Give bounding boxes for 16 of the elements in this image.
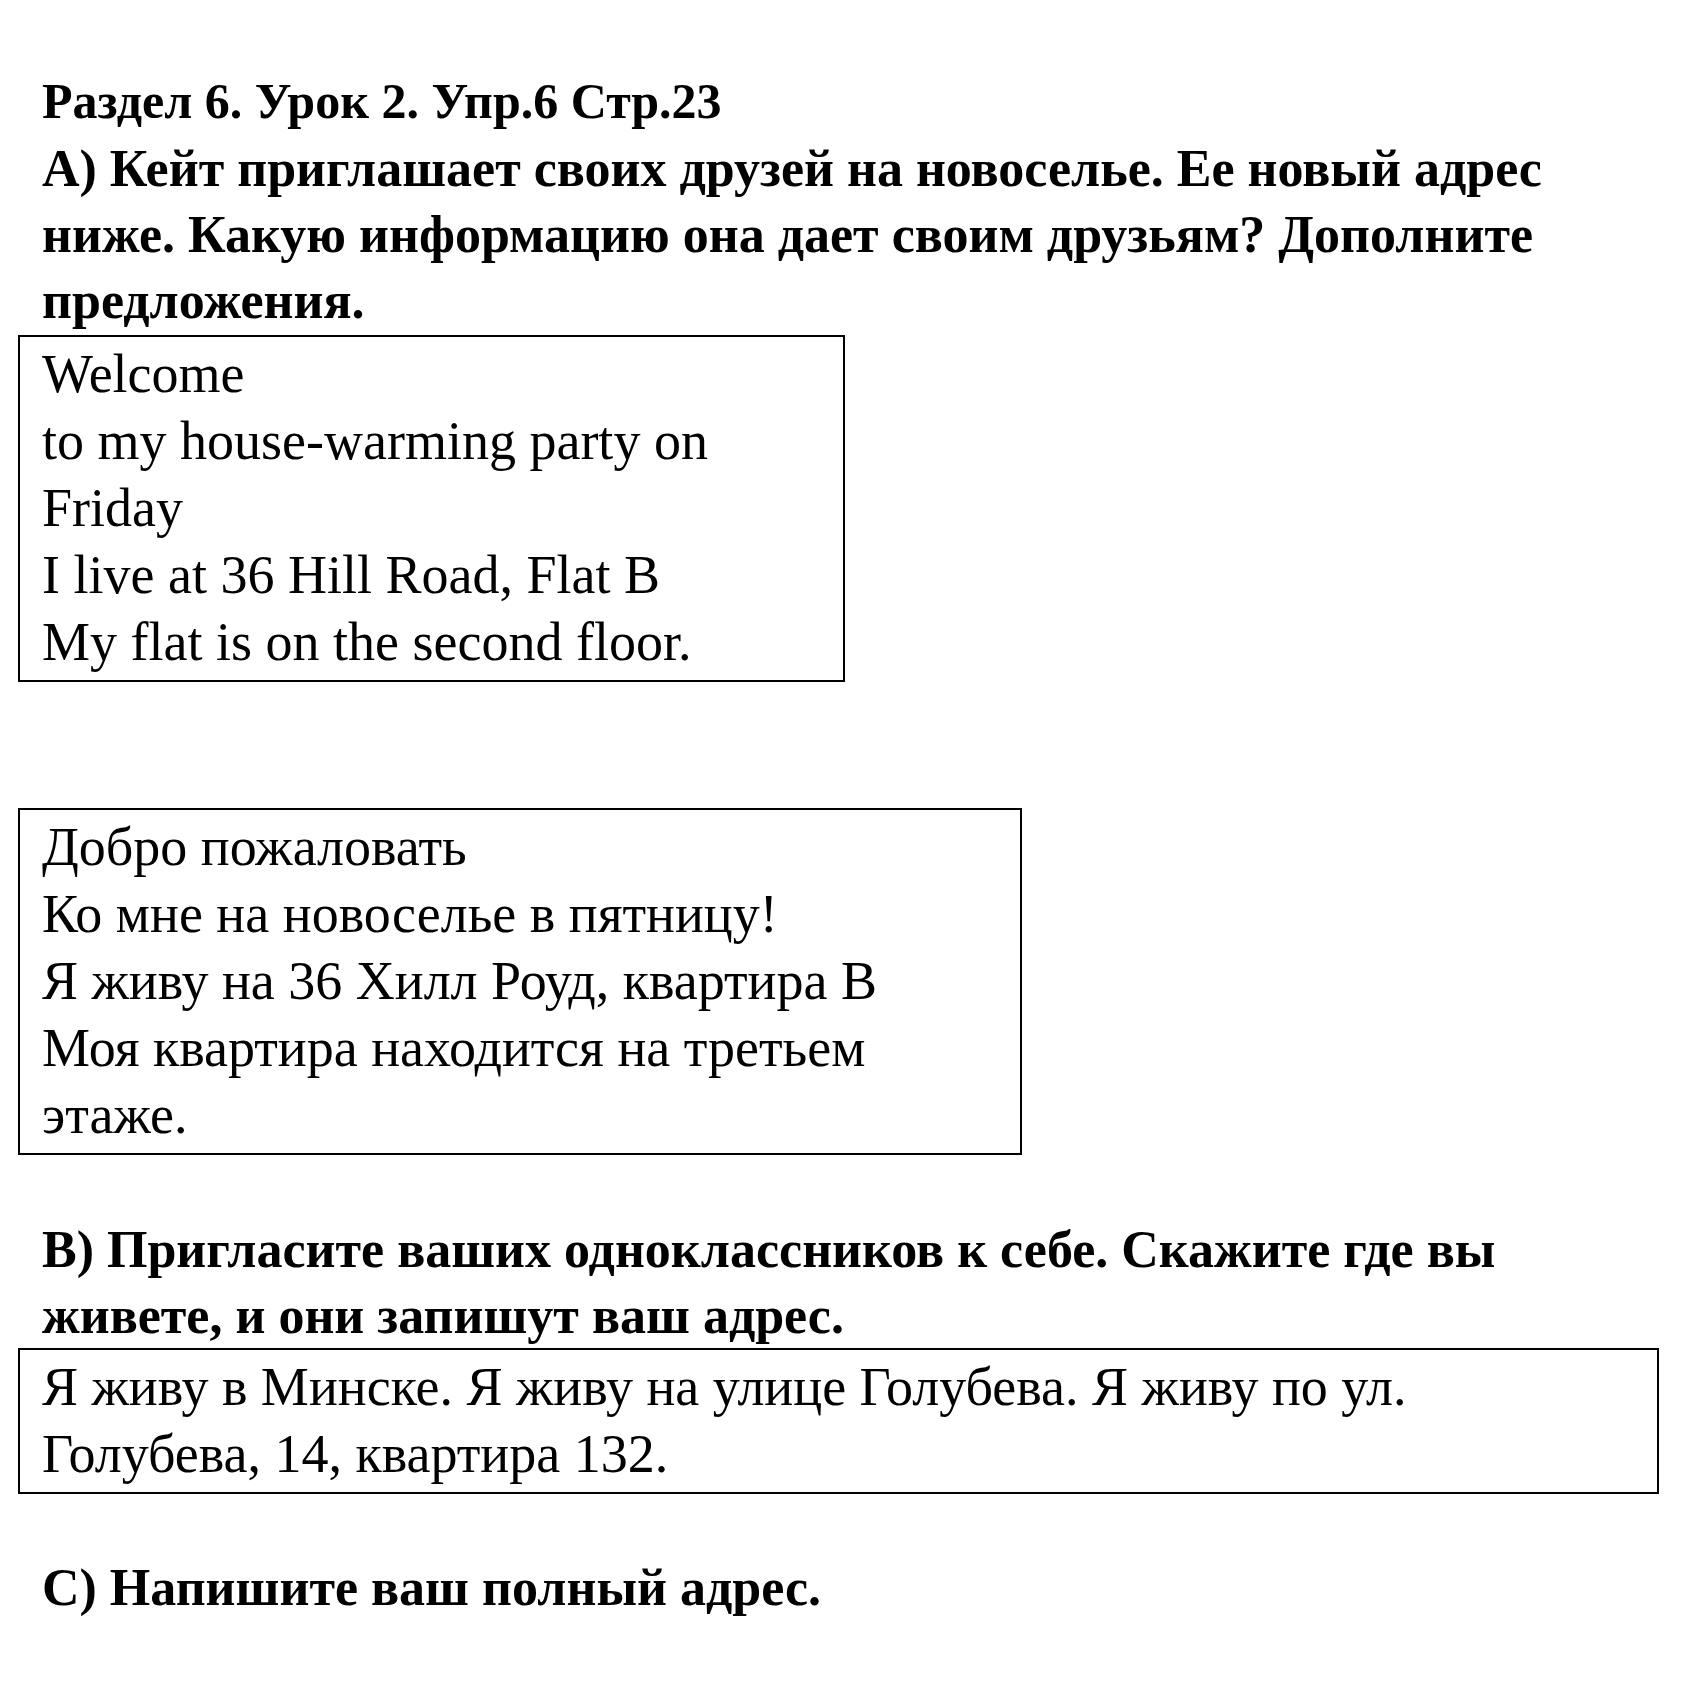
page-title: Раздел 6. Урок 2. Упр.6 Стр.23	[42, 72, 722, 131]
text-line: Welcome	[42, 343, 245, 406]
text-line: I live at 36 Hill Road, Flat B	[42, 544, 660, 607]
exercise-instruction: C) Напишите ваш полный адрес.	[42, 1558, 822, 1618]
text-line: to my house-warming party on Friday	[42, 410, 709, 540]
text-line: Моя квартира находится на третьем этаже.	[42, 1017, 867, 1147]
text-line: Я живу на 36 Хилл Роуд, квартира В	[42, 950, 877, 1013]
text-line: My flat is on the second floor.	[42, 611, 692, 674]
exercise-instruction: А) Кейт приглашает своих друзей на новоселье. Ее новый адрес ниже. Какую информацию она дает своим друзьям? Дополните предложения.	[42, 139, 1543, 331]
text-box	[18, 808, 1022, 1155]
text-line: Добро пожаловать	[42, 816, 467, 879]
text-box	[18, 1348, 1659, 1494]
text-line: Я живу в Минске. Я живу на улице Голубева. Я живу по ул. Голубева, 14, квартира 132.	[42, 1356, 1408, 1486]
text-box	[18, 335, 845, 682]
exercise-instruction: B) Пригласите ваших одноклассников к себе. Скажите где вы живете, и они запишут ваш адрес.	[42, 1220, 1497, 1346]
text-line: Ко мне на новоселье в пятницу!	[42, 883, 778, 946]
